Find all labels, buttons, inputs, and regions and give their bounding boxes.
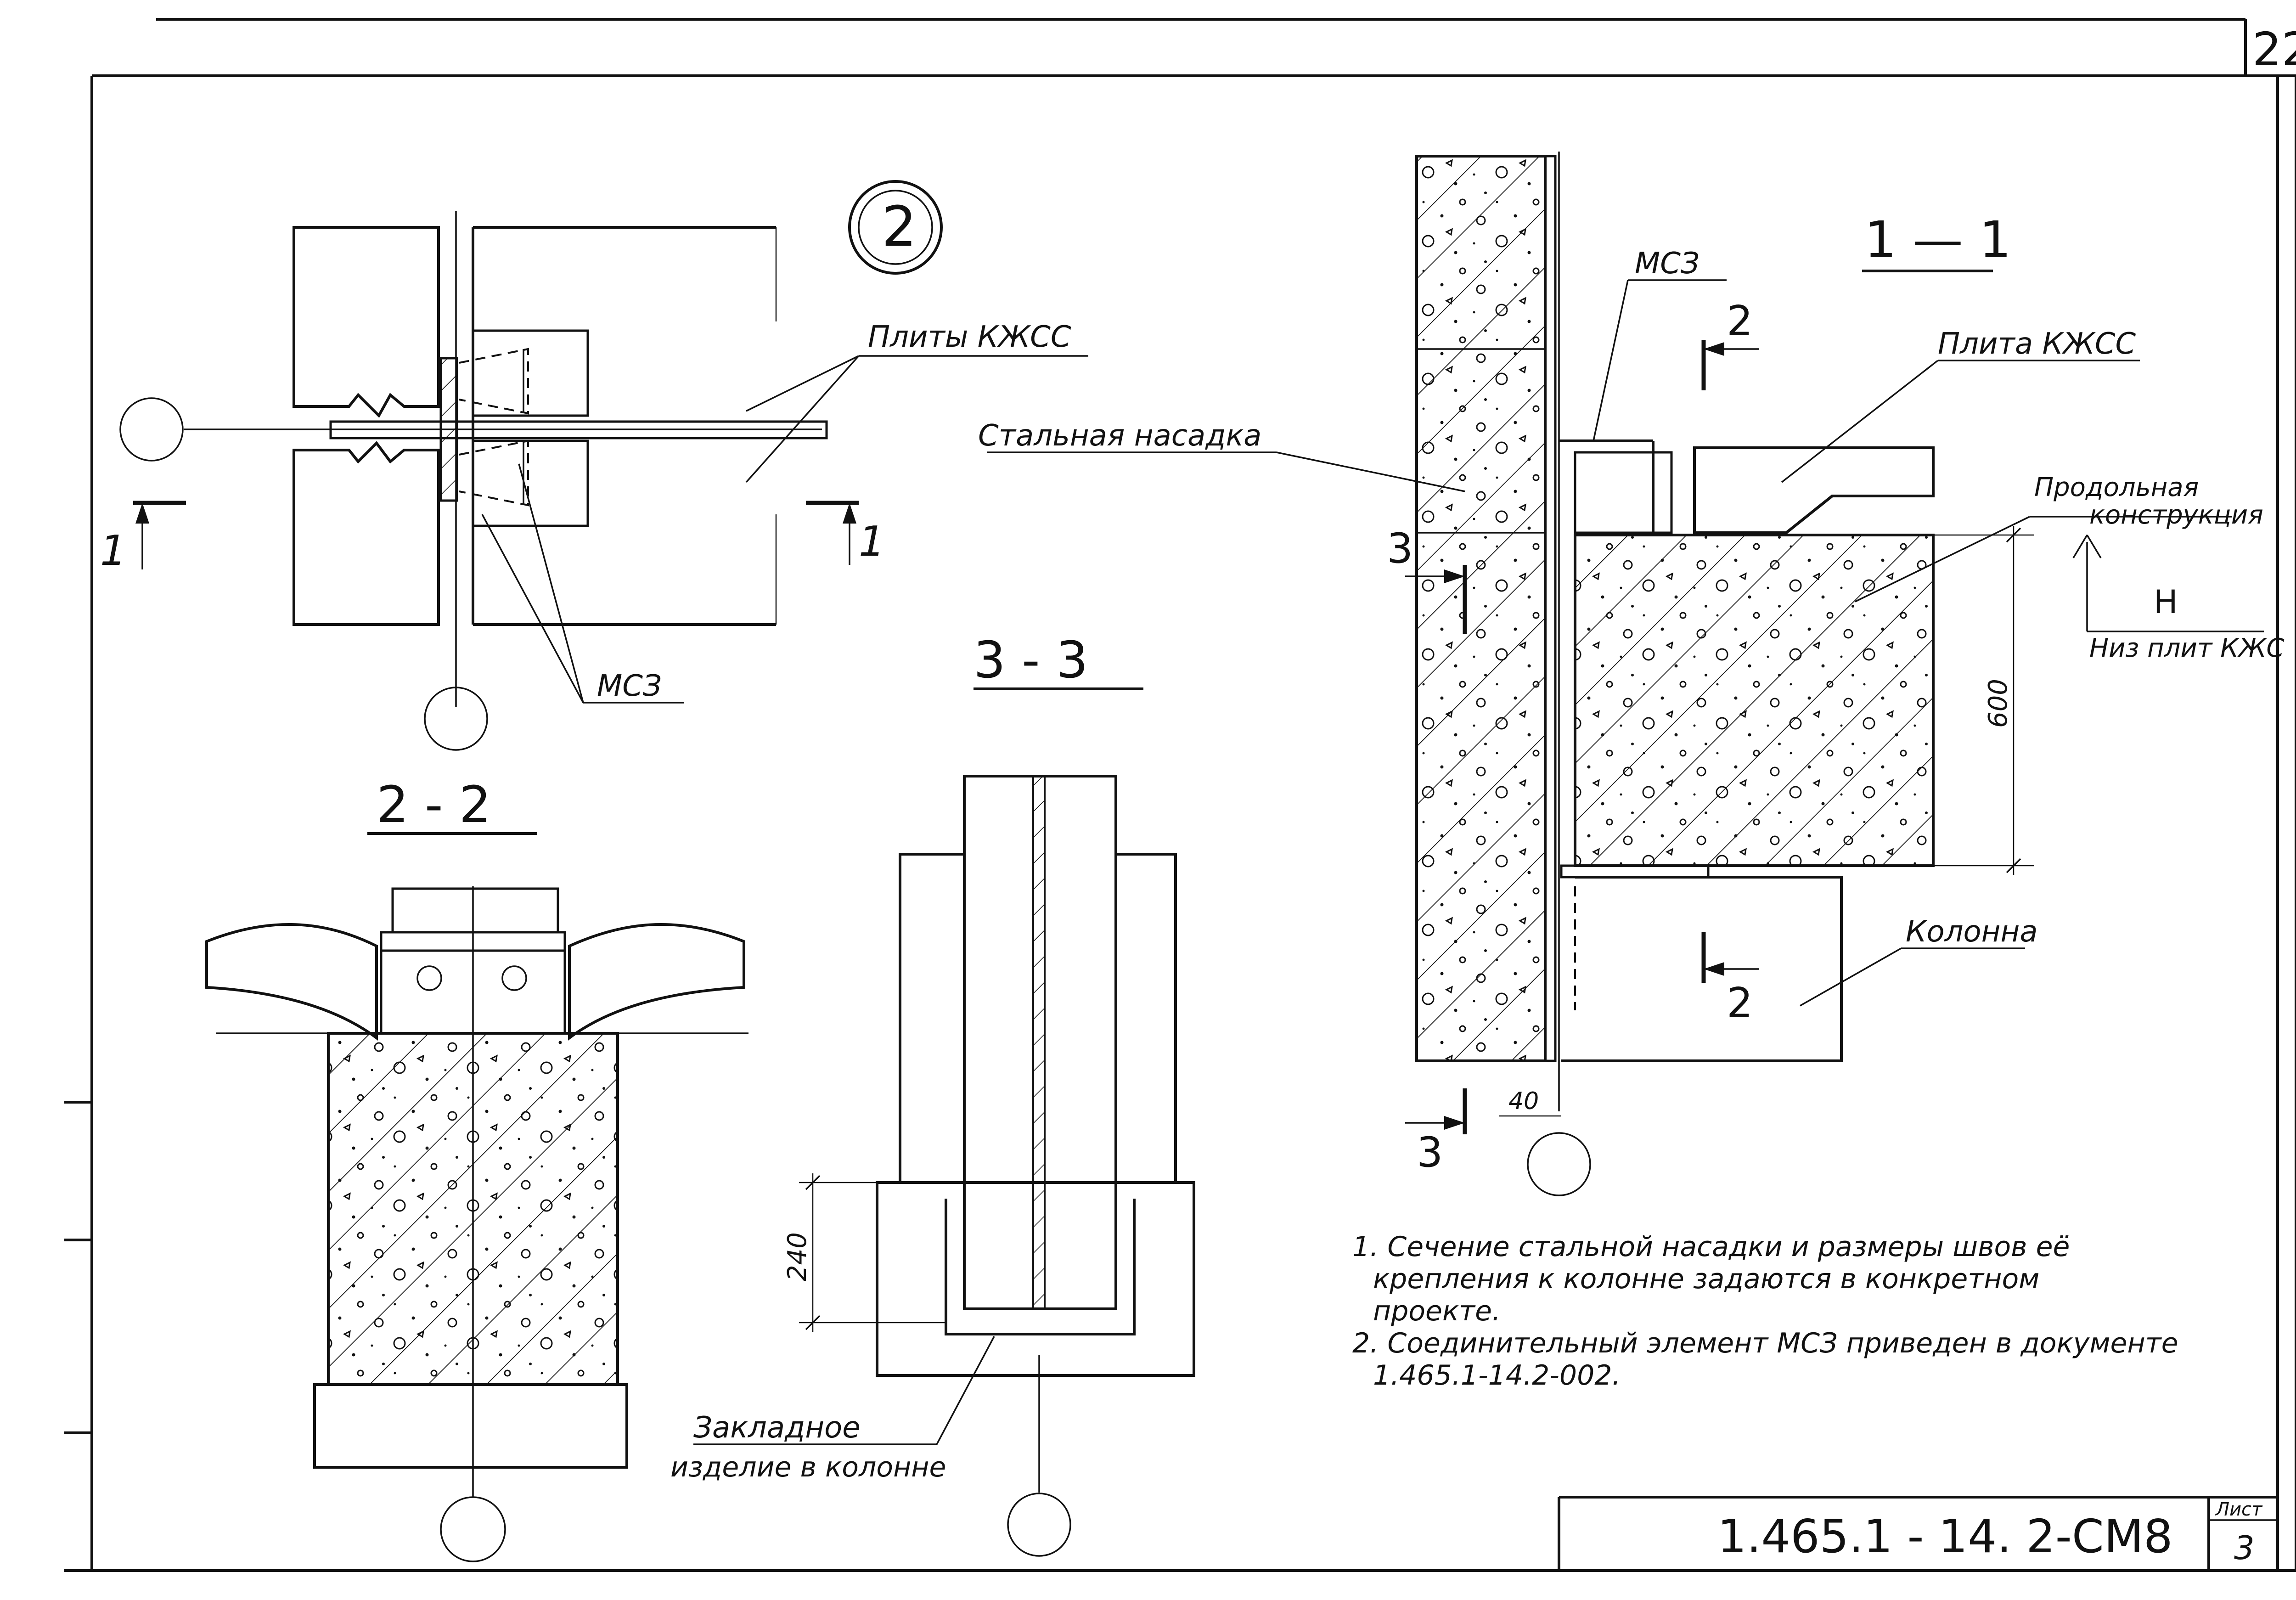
dimension-40: 40 (1508, 1087, 1539, 1115)
detail-plan (119, 180, 943, 751)
note-line-2: крепления к колонне задаются в конкретно… (1373, 1263, 2039, 1295)
axis-bubble-2-2 (440, 1496, 506, 1562)
callout-niz-plit: Низ плит КЖС (2089, 633, 2284, 663)
cut3-top-label: 3 (1387, 524, 1413, 573)
note-line-4: 2. Соединительный элемент МСЗ приведен в… (1352, 1327, 2178, 1359)
callout-zakladnoe-line1: Закладное (693, 1411, 861, 1445)
note-line-1: 1. Сечение стальной насадки и размеры шв… (1352, 1231, 2070, 1263)
note-line-3: проекте. (1373, 1295, 1501, 1327)
detail-marker-number: 2 (882, 195, 917, 259)
section-1-1 (987, 152, 2264, 1196)
callout-plita-kzhss: Плита КЖСС (1938, 327, 2136, 361)
section-2-2 (205, 832, 748, 1562)
callout-leaders-plan (481, 355, 1088, 704)
axis-bubble-1-1 (1527, 1132, 1591, 1196)
cut2-bottom-label: 2 (1727, 979, 1753, 1027)
detail-marker-circle (848, 180, 943, 275)
note-line-5: 1.465.1-14.2-002. (1373, 1359, 1621, 1392)
sheet-frame (64, 18, 2296, 1572)
cut1-left-label: 1 (100, 527, 126, 575)
axis-bubble-3-3 (1007, 1493, 1071, 1557)
level-mark-h: Н (2154, 583, 2178, 621)
cut2-top-label: 2 (1727, 297, 1753, 345)
section-3-3 (693, 687, 1195, 1557)
callout-plity-kzhss: Плиты КЖСС (868, 320, 1071, 354)
title-block-sheet-label: Лист (2215, 1499, 2263, 1520)
title-block-code: 1.465.1 - 14. 2-СМ8 (1717, 1510, 2173, 1563)
section-3-3-title: 3 - 3 (974, 631, 1088, 689)
section-2-2-title: 2 - 2 (377, 775, 491, 834)
slab-block-upper (293, 226, 440, 418)
cut1-right-label: 1 (859, 518, 885, 566)
title-block-sheet-value: 3 (2234, 1529, 2255, 1567)
dimension-600: 600 (1983, 679, 2013, 728)
axis-bubble-left (119, 397, 184, 462)
axis-bubble-bottom (424, 687, 488, 751)
slab-block-lower (293, 441, 440, 626)
callout-prodolnaya-line2: конструкция (2089, 500, 2263, 530)
callout-prodolnaya-line1: Продольная (2034, 473, 2199, 502)
notes-block: 1. Сечение стальной насадки и размеры шв… (1352, 1231, 2178, 1392)
callout-kolonna: Колонна (1906, 915, 2038, 949)
title-block (1558, 1496, 2278, 1571)
callout-stalnaya-nasadka: Стальная насадка (978, 419, 1261, 453)
section-1-1-title: 1 — 1 (1864, 210, 2011, 269)
dimension-240: 240 (782, 1232, 812, 1281)
sheet-number-top: 22 (2252, 23, 2296, 76)
callout-zakladnoe-line2: изделие в колонне (670, 1451, 946, 1483)
callout-msz-plan: МСЗ (597, 669, 662, 703)
cut3-bottom-label: 3 (1417, 1128, 1443, 1177)
callout-msz-section: МСЗ (1635, 247, 1699, 281)
